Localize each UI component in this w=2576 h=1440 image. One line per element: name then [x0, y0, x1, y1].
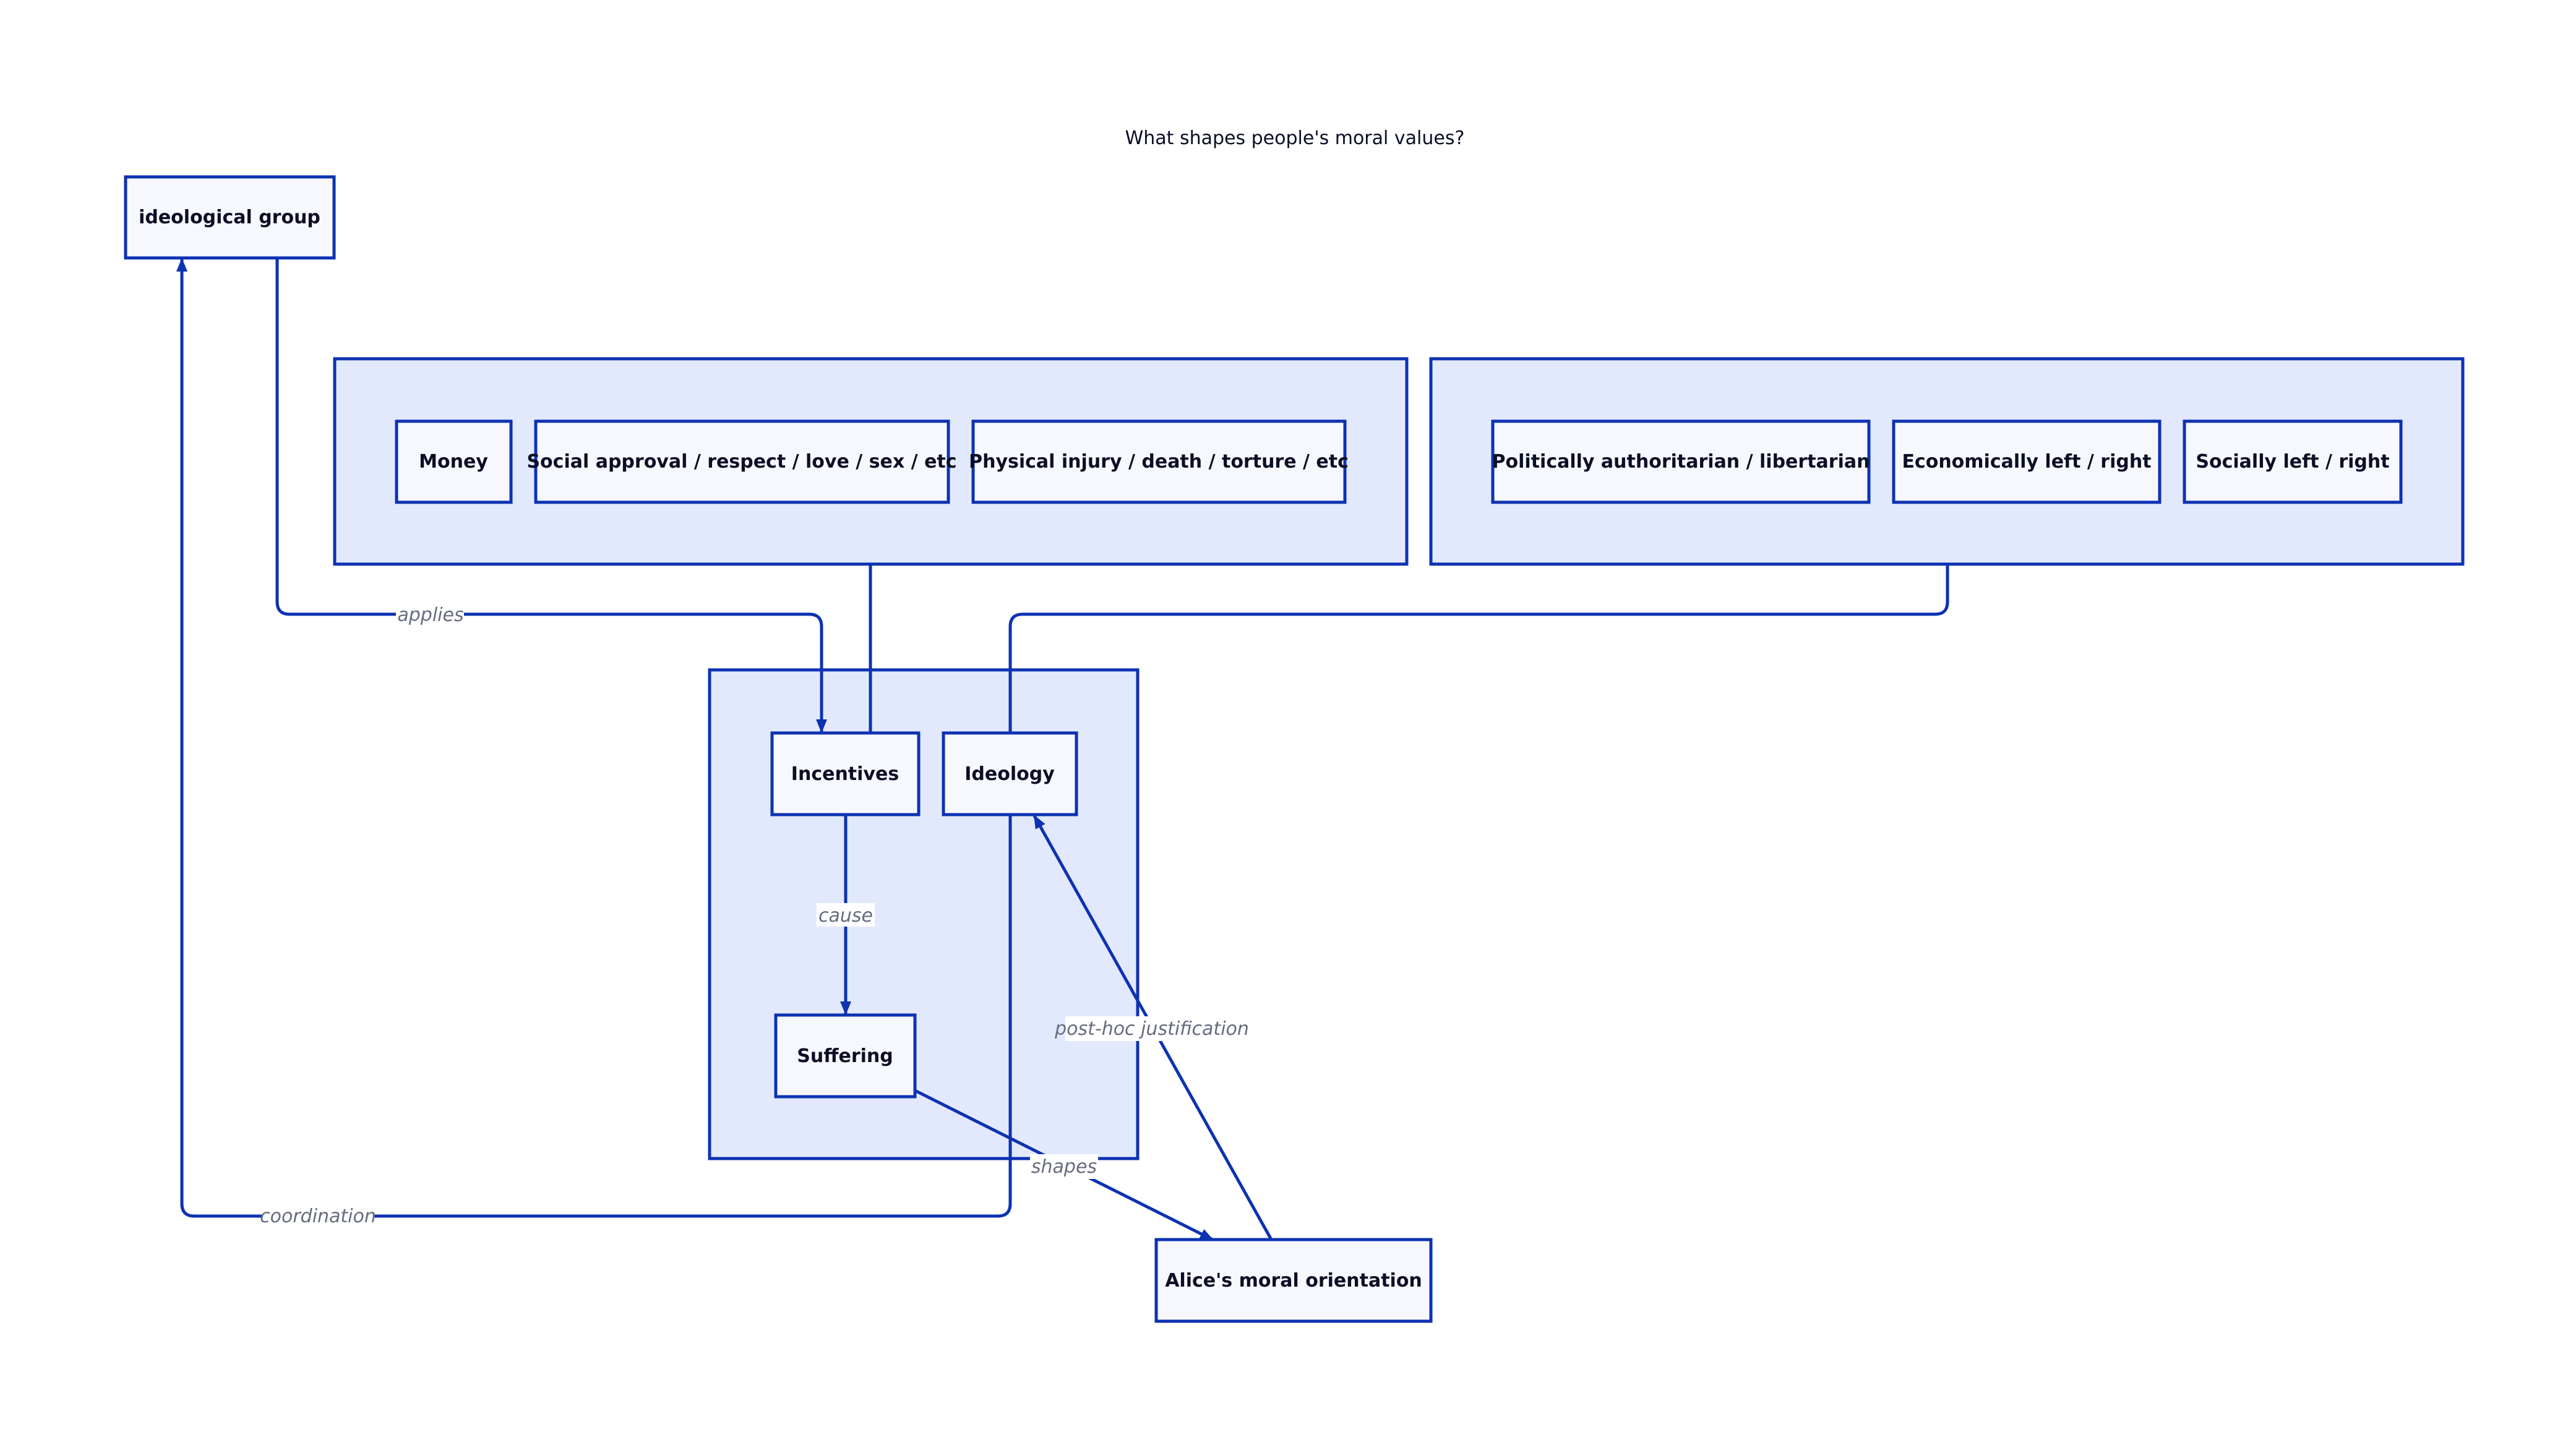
node-label: ideological group: [139, 207, 320, 228]
node-label: Economically left / right: [1902, 451, 2151, 473]
node-money[interactable]: Money: [395, 419, 513, 504]
node-physical-injury[interactable]: Physical injury / death / torture / etc: [969, 419, 1349, 504]
node-socially[interactable]: Socially left / right: [2183, 419, 2403, 504]
post-hoc-label-bg: [1065, 1016, 1239, 1041]
node-label: Politically authoritarian / libertarian: [1492, 451, 1870, 473]
edge-label-cause: cause: [818, 905, 873, 927]
node-social-approval[interactable]: Social approval / respect / love / sex /…: [526, 419, 957, 504]
node-incentives[interactable]: Incentives: [770, 731, 921, 816]
node-ideology[interactable]: Ideology: [942, 731, 1078, 816]
node-economically[interactable]: Economically left / right: [1892, 419, 2162, 504]
node-label: Money: [419, 451, 488, 473]
coordination-label-bg: [263, 1204, 373, 1228]
diagram-title: What shapes people's moral values?: [1125, 127, 1465, 149]
node-label: Suffering: [797, 1045, 893, 1067]
node-label: Physical injury / death / torture / etc: [969, 451, 1349, 473]
edge-label-coordination: coordination: [260, 1206, 376, 1227]
node-label: Socially left / right: [2196, 451, 2389, 473]
node-suffering[interactable]: Suffering: [774, 1013, 917, 1099]
node-alice-moral-orientation[interactable]: Alice's moral orientation: [1154, 1238, 1433, 1323]
edge-label-applies: applies: [397, 604, 463, 626]
edge-label-shapes: shapes: [1031, 1156, 1097, 1178]
node-label: Social approval / respect / love / sex /…: [526, 451, 956, 473]
shapes-label-bg: [1030, 1154, 1098, 1179]
edge-label-post-hoc: post-hoc justification: [1054, 1018, 1249, 1040]
node-label: Incentives: [791, 763, 899, 785]
edge-ideology-group-link: [1008, 564, 1949, 732]
node-politically-authoritarian[interactable]: Politically authoritarian / libertarian: [1491, 419, 1871, 504]
cause-label-bg: [817, 903, 875, 927]
node-label: Alice's moral orientation: [1165, 1270, 1422, 1292]
applies-label-bg: [396, 603, 464, 627]
node-ideological-group[interactable]: ideological group: [124, 175, 336, 260]
node-label: Ideology: [964, 763, 1055, 785]
edge-coordination: [176, 258, 1012, 1218]
edge-applies: [275, 258, 827, 733]
